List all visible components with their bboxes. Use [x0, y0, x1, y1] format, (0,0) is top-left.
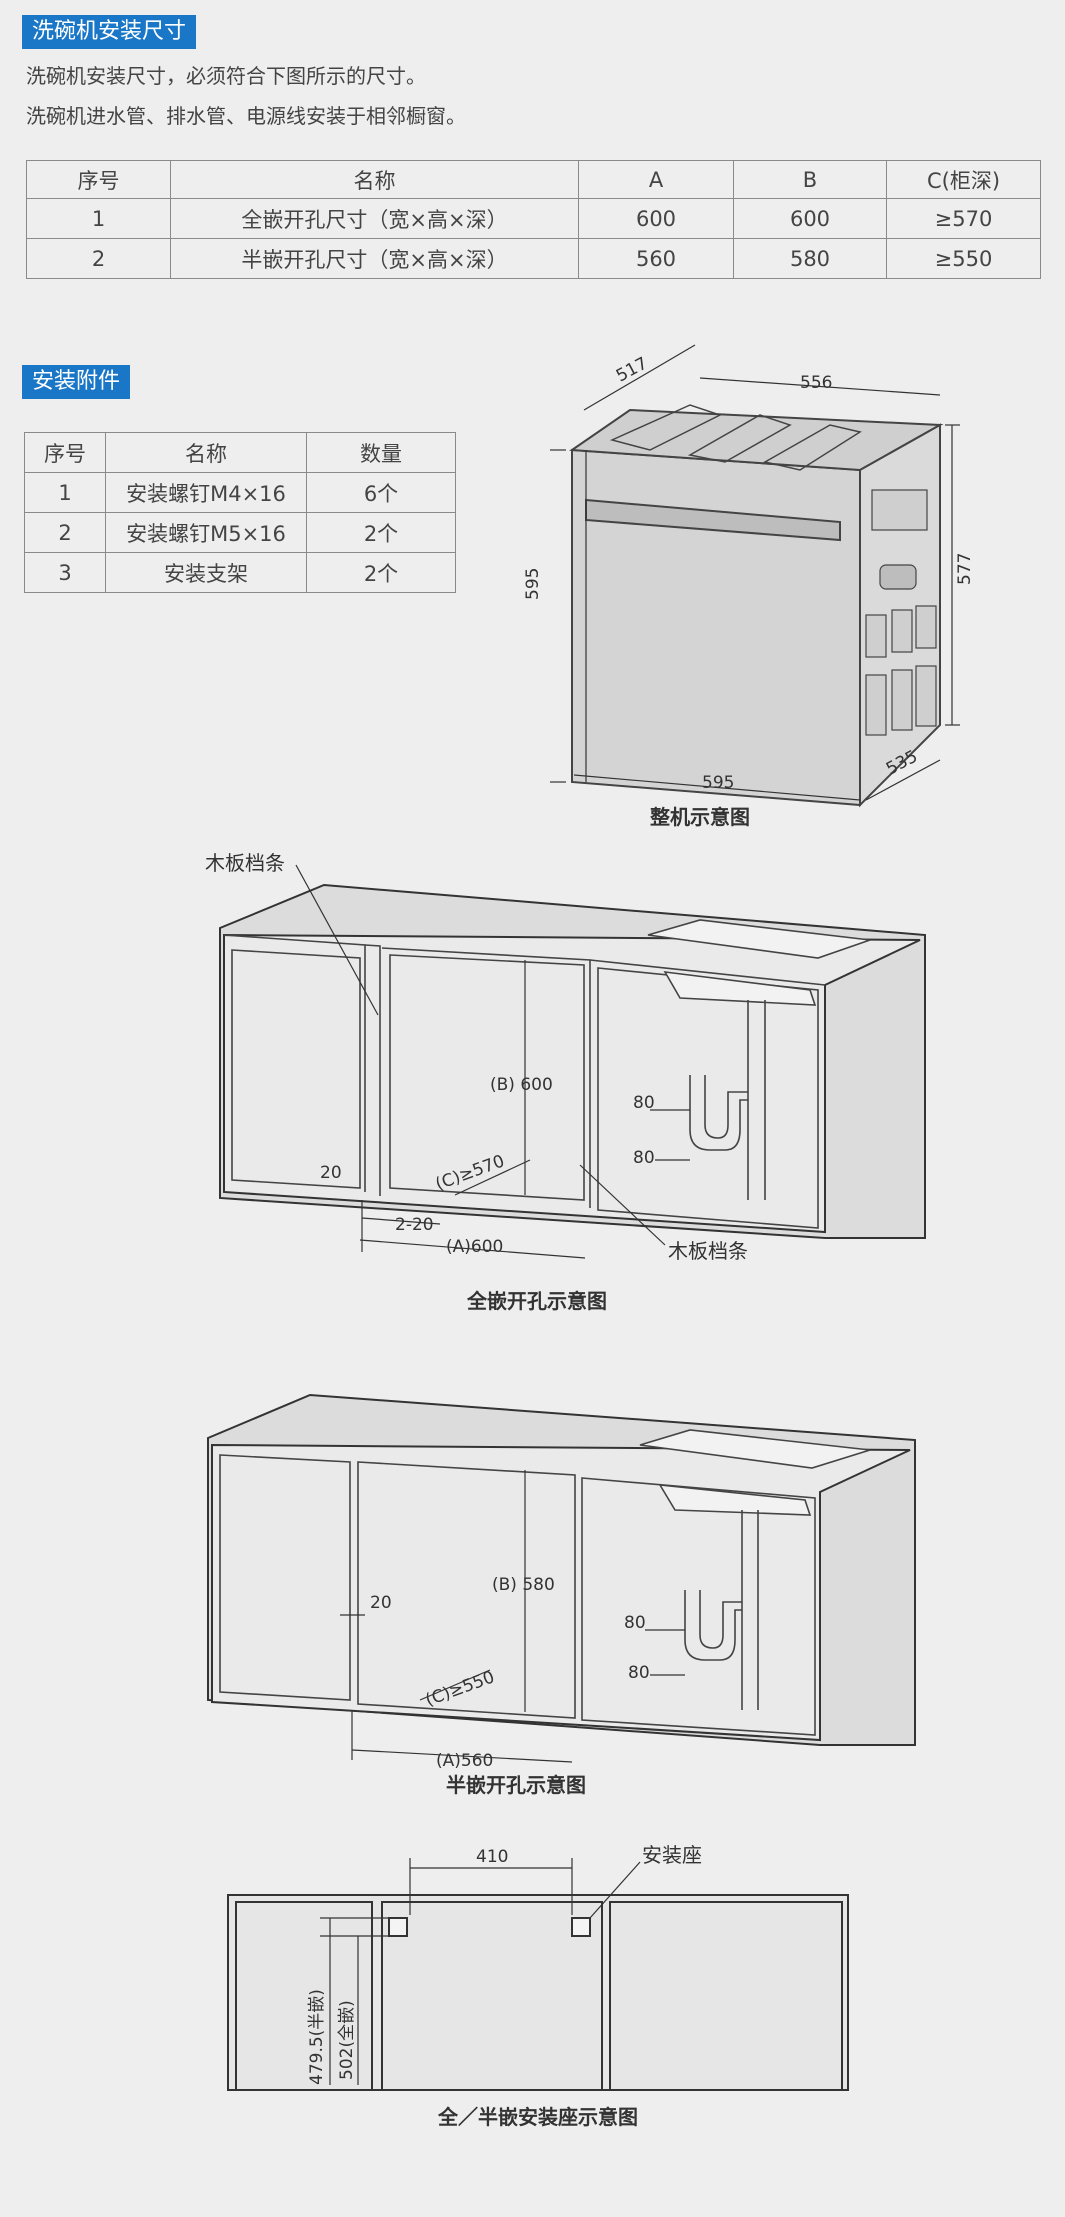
dim-a-560: (A)560: [436, 1751, 493, 1771]
accessories-table: 序号 名称 数量 1 安装螺钉M4×16 6个 2 安装螺钉M5×16 2个 3…: [24, 432, 456, 593]
section-title-accessories: 安装附件: [22, 365, 131, 399]
table-header: 序号: [26, 160, 171, 199]
table-cell: 580: [733, 238, 887, 279]
dim-pipe-80-a: 80: [633, 1093, 655, 1113]
table-header: 名称: [170, 160, 579, 199]
table-cell: 600: [578, 198, 734, 239]
dim-b-580: (B) 580: [492, 1575, 555, 1595]
machine-diagram: 595 577 517 556 595 535 整机示意图: [523, 344, 975, 829]
intro-line-2: 洗碗机进水管、排水管、电源线安装于相邻橱窗。: [26, 104, 466, 128]
table-header: 序号: [24, 432, 106, 473]
dim-pipe-80-b: 80: [633, 1148, 655, 1168]
table-cell: 600: [733, 198, 887, 239]
full-embed-caption: 全嵌开孔示意图: [466, 1289, 607, 1313]
label-mount-seat: 安装座: [642, 1843, 702, 1867]
table-cell: ≥550: [886, 238, 1041, 279]
dim-479-5-half: 479.5(半嵌): [307, 1989, 327, 2085]
table-header: B: [733, 160, 887, 199]
table-header: C(柜深): [886, 160, 1041, 199]
table-header: A: [578, 160, 734, 199]
table-cell: 6个: [306, 472, 456, 513]
dim-556: 556: [800, 373, 832, 393]
dim-a-600: (A)600: [446, 1237, 503, 1257]
dim-pipe-80-b: 80: [628, 1663, 650, 1683]
half-embed-caption: 半嵌开孔示意图: [446, 1773, 586, 1797]
section-title-install-size: 洗碗机安装尺寸: [22, 15, 197, 49]
mount-diagram: 410 安装座 479.5(半嵌) 502(全嵌) 全／半嵌安装座示意图: [227, 1843, 849, 2129]
dim-pipe-80-a: 80: [624, 1613, 646, 1633]
dim-410: 410: [476, 1847, 508, 1867]
dim-502-full: 502(全嵌): [337, 2000, 357, 2080]
table-cell: 2: [26, 238, 171, 279]
label-wood-strip-bottom: 木板档条: [668, 1239, 748, 1263]
dim-gap-20: 20: [320, 1163, 342, 1183]
intro-line-1: 洗碗机安装尺寸，必须符合下图所示的尺寸。: [26, 64, 426, 88]
table-cell: 安装螺钉M5×16: [105, 512, 307, 553]
dim-577: 577: [955, 553, 975, 585]
label-wood-strip-top: 木板档条: [205, 851, 285, 875]
mount-caption: 全／半嵌安装座示意图: [437, 2105, 638, 2129]
half-embed-diagram: (B) 580 (C)≥550 (A)560 20 80 80 半嵌开孔示意图: [207, 1393, 916, 1797]
dim-gap-2-20: 2-20: [395, 1215, 434, 1235]
table-cell: 安装支架: [105, 552, 307, 593]
table-cell: 1: [26, 198, 171, 239]
dim-595-width: 595: [702, 773, 734, 793]
dim-gap-20: 20: [370, 1593, 392, 1613]
table-cell: 安装螺钉M4×16: [105, 472, 307, 513]
machine-caption: 整机示意图: [649, 805, 750, 829]
full-embed-diagram: 木板档条 木板档条 (B) 600 (C)≥570 (A)600 20 2-20…: [205, 851, 926, 1313]
table-cell: 半嵌开孔尺寸（宽×高×深）: [170, 238, 579, 279]
table-cell: 560: [578, 238, 734, 279]
table-cell: ≥570: [886, 198, 1041, 239]
dim-595-height: 595: [523, 568, 543, 600]
table-cell: 2个: [306, 552, 456, 593]
table-cell: 3: [24, 552, 106, 593]
table-cell: 2个: [306, 512, 456, 553]
dim-b-600: (B) 600: [490, 1075, 553, 1095]
table-cell: 全嵌开孔尺寸（宽×高×深）: [170, 198, 579, 239]
install-size-table: 序号 名称 A B C(柜深) 1 全嵌开孔尺寸（宽×高×深） 600 600 …: [26, 160, 1041, 279]
